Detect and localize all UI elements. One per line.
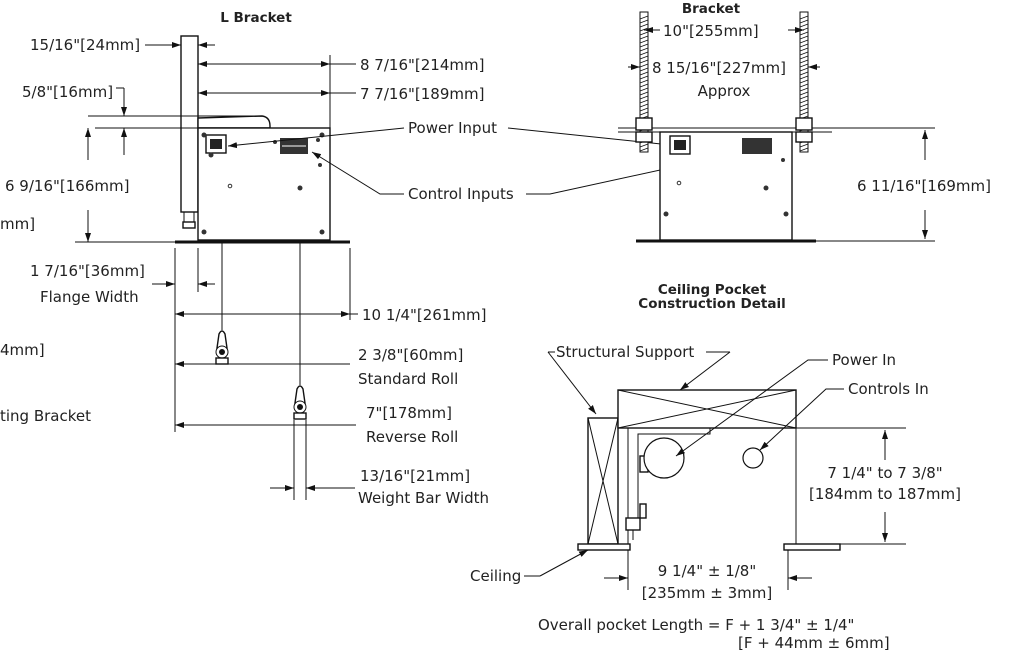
dim-cut-mm: mm] xyxy=(0,215,35,233)
pocket-height-line2: [184mm to 187mm] xyxy=(809,485,961,503)
control-inputs-label: Control Inputs xyxy=(408,185,514,203)
dim-6-9-16: 6 9/16"[166mm] xyxy=(5,177,129,195)
standard-roll-label: Standard Roll xyxy=(358,370,458,388)
dim-5-8: 5/8"[16mm] xyxy=(22,83,113,101)
structural-support-label: Structural Support xyxy=(556,343,694,361)
dim-1-7-16: 1 7/16"[36mm] xyxy=(30,262,145,280)
overall-pocket-length-line1: Overall pocket Length = F + 1 3/4" ± 1/4… xyxy=(538,616,854,634)
dim-7-7-16: 7 7/16"[189mm] xyxy=(360,85,484,103)
ceiling-pocket-title-line1: Ceiling Pocket xyxy=(658,282,767,298)
pocket-width-line1: 9 1/4" ± 1/8" xyxy=(658,562,757,580)
pocket-width-line2: [235mm ± 3mm] xyxy=(642,584,772,602)
ceiling-pocket-title-line2: Construction Detail xyxy=(638,296,785,312)
mounting-bracket-cut-label: ting Bracket xyxy=(0,407,91,425)
dim-8-15-16: 8 15/16"[227mm] xyxy=(652,59,786,77)
reverse-roll-label: Reverse Roll xyxy=(366,428,458,446)
pocket-height-line1: 7 1/4" to 7 3/8" xyxy=(827,464,942,482)
callouts: Power Input Control Inputs xyxy=(227,119,753,203)
power-in-label: Power In xyxy=(832,351,896,369)
ceiling-pocket-detail: Structural Support Power In Controls In … xyxy=(470,343,961,652)
dim-8-7-16: 8 7/16"[214mm] xyxy=(360,56,484,74)
approx-label: Approx xyxy=(698,82,751,100)
l-bracket-title: L Bracket xyxy=(220,10,292,26)
l-bracket-view: 15/16"[24mm] 8 7/16"[214mm] 7 7/16"[189m… xyxy=(0,35,489,507)
overall-pocket-length-line2: [F + 44mm ± 6mm] xyxy=(738,634,890,652)
power-input-label: Power Input xyxy=(408,119,497,137)
ceiling-label: Ceiling xyxy=(470,567,521,585)
dim-6-11-16: 6 11/16"[169mm] xyxy=(857,177,991,195)
dim-cut-4mm: 4mm] xyxy=(0,341,45,359)
flange-width-label: Flange Width xyxy=(40,288,139,306)
dim-10: 10"[255mm] xyxy=(663,22,759,40)
weight-bar-width-label: Weight Bar Width xyxy=(358,489,489,507)
right-bracket-view: 10"[255mm] 8 15/16"[227mm] Approx 6 11/1… xyxy=(618,11,991,243)
dim-13-16: 13/16"[21mm] xyxy=(360,467,470,485)
dim-2-3-8: 2 3/8"[60mm] xyxy=(358,346,463,364)
dim-15-16: 15/16"[24mm] xyxy=(30,36,140,54)
bracket-title: Bracket xyxy=(682,1,741,17)
controls-in-label: Controls In xyxy=(848,380,929,398)
dim-10-1-4: 10 1/4"[261mm] xyxy=(362,306,486,324)
dim-7: 7"[178mm] xyxy=(366,404,452,422)
